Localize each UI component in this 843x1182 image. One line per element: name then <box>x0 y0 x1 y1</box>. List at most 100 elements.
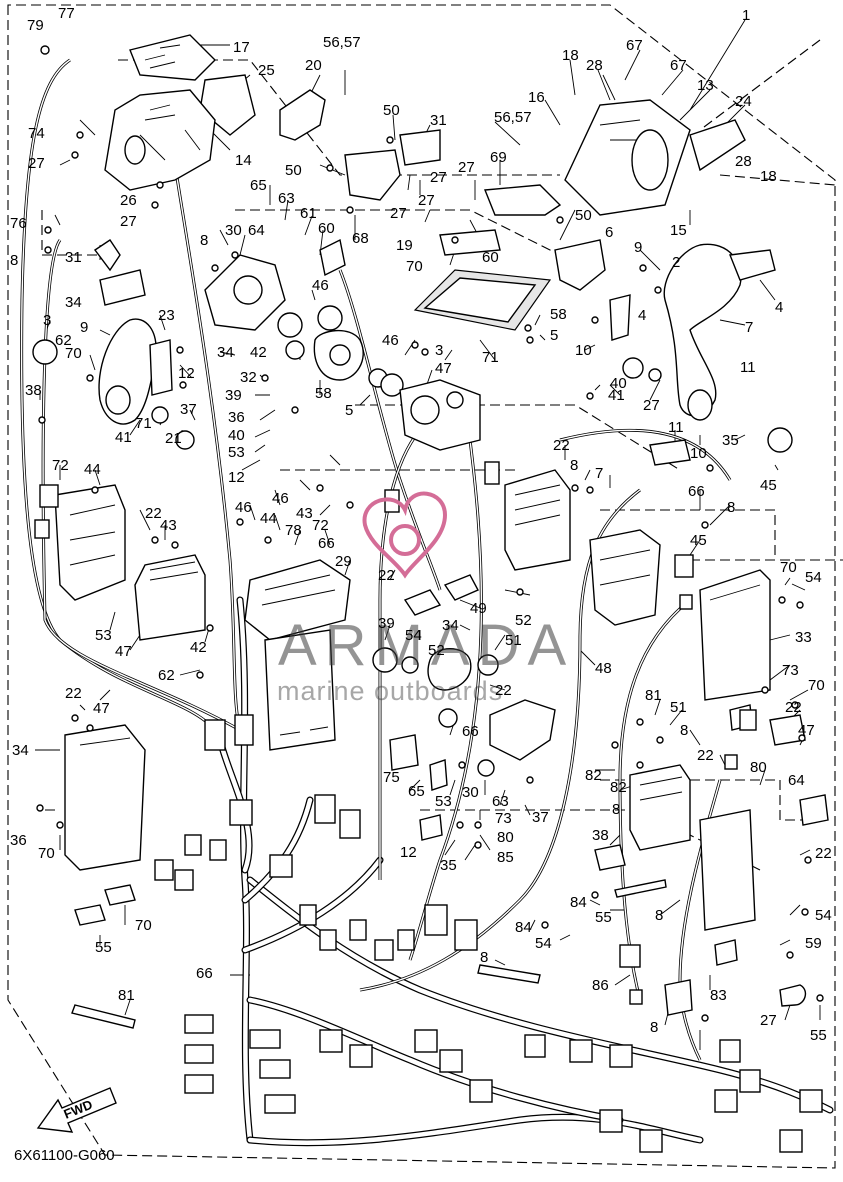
callout-70-f: 84 <box>515 919 532 936</box>
callout-58-b: 47 <box>435 360 452 377</box>
callout-8: 8 <box>200 232 208 249</box>
callout-27: 27 <box>28 155 45 172</box>
callout-70-b: 12 <box>178 365 195 382</box>
callout-66-d: 86 <box>592 977 609 994</box>
callout-27-d: 27 <box>458 159 475 176</box>
callout-65: 65 <box>250 177 267 194</box>
callout-27-e: 27 <box>430 169 447 186</box>
callout-8-e: 47 <box>798 722 815 739</box>
callout-46-b: 3 <box>435 342 443 359</box>
brackets-and-grommets <box>71 574 829 1029</box>
callout-80-b: 38 <box>592 827 609 844</box>
callout-84: 55 <box>595 909 612 926</box>
callout-48: 62 <box>158 667 175 684</box>
callout-64: 60 <box>318 220 335 237</box>
callout-50: 50 <box>383 102 400 119</box>
callout-45-b: 29 <box>335 553 352 570</box>
callout-8-g: 54 <box>815 907 832 924</box>
callout-27-i: 55 <box>810 1027 827 1044</box>
callout-54-d: 55 <box>95 939 112 956</box>
callout-7-b: 45 <box>760 477 777 494</box>
fasteners <box>36 45 824 1022</box>
callout-47-b: 42 <box>190 639 207 656</box>
connectors <box>34 461 823 1153</box>
callout-54-c: 70 <box>135 917 152 934</box>
callout-63-b: 53 <box>435 793 452 810</box>
callout-9: 2 <box>672 254 680 271</box>
watermark-sub: marine outboards <box>277 676 503 706</box>
callout-31: 31 <box>430 112 447 129</box>
callout-19: 6 <box>605 224 613 241</box>
callout-44-b: 78 <box>285 522 302 539</box>
callout-6: 31 <box>65 249 82 266</box>
callout-78: 66 <box>318 535 335 552</box>
callout-34-b: 42 <box>250 344 267 361</box>
callout-16: 16 <box>528 89 545 106</box>
callout-46: 58 <box>550 306 567 323</box>
callout-69: 69 <box>490 149 507 166</box>
callout-31-b: 60 <box>482 249 499 266</box>
callout-18-b: 18 <box>760 168 777 185</box>
callout-42-b: 39 <box>378 615 395 632</box>
callout-15: 15 <box>670 222 687 239</box>
callout-50-b: 50 <box>285 162 302 179</box>
callout-42: 46 <box>382 332 399 349</box>
callout-50-c: 50 <box>575 207 592 224</box>
callout-61: 61 <box>300 205 317 222</box>
callout-59: 66 <box>196 965 213 982</box>
callout-22-g: 82 <box>610 779 627 796</box>
callout-73-b: 36 <box>10 832 27 849</box>
callout-7: 3 <box>43 312 51 329</box>
callout-84-b: 54 <box>535 935 552 952</box>
callout-51: 33 <box>795 629 812 646</box>
callout-86: 83 <box>710 987 727 1004</box>
callout-38-b: 12 <box>400 844 417 861</box>
neutral-switch-assembly <box>244 559 556 841</box>
callout-77: 77 <box>58 5 75 22</box>
callout-83: 27 <box>760 1012 777 1029</box>
callout-39-b: 54 <box>405 627 422 644</box>
callout-68: 19 <box>396 237 413 254</box>
callout-53: 22 <box>553 437 570 454</box>
callout-12-b: 66 <box>688 483 705 500</box>
callout-4: 34 <box>65 294 82 311</box>
callout-10-b: 35 <box>722 432 739 449</box>
callout-29: 22 <box>378 567 395 584</box>
callout-37: 36 <box>228 409 245 426</box>
callout-14: 14 <box>235 152 252 169</box>
callout-26: 26 <box>120 192 137 209</box>
callout-3-b: 11 <box>740 359 756 376</box>
shift-shaft-assembly <box>204 238 481 451</box>
callout-47: 40 <box>610 375 627 392</box>
callout-71-b: 37 <box>180 401 197 418</box>
callout-67: 67 <box>626 37 643 54</box>
callout-22-c: 70 <box>780 559 797 576</box>
callout-73: 70 <box>808 677 825 694</box>
callout-10: 62 <box>55 332 72 349</box>
callout-22-d: 73 <box>782 662 799 679</box>
callout-70-d: 22 <box>65 685 82 702</box>
callout-52: 53 <box>95 627 112 644</box>
callout-37-b: 73 <box>495 810 512 827</box>
callout-85: 22 <box>815 845 832 862</box>
callout-79: 79 <box>27 17 44 34</box>
callout-27-g: 8 <box>10 252 18 269</box>
callout-82-b: 80 <box>750 759 767 776</box>
callout-62: 34 <box>217 344 234 361</box>
watermark-main: ARMADA <box>278 613 574 678</box>
callout-74: 74 <box>28 125 45 142</box>
callout-8-c: 7 <box>595 465 603 482</box>
callout-55: 8 <box>655 907 663 924</box>
callout-21: 11 <box>668 419 684 436</box>
callout-8-f: 37 <box>532 809 549 826</box>
callout-41: 27 <box>643 397 660 414</box>
callout-81-b: 8 <box>650 1019 658 1036</box>
callout-43: 72 <box>312 517 329 534</box>
callout-56-57-b: 56,57 <box>494 109 532 126</box>
part-number-callouts: 79 77 17 25 56,57 20 18 28 67 67 1 13 16… <box>10 5 832 1044</box>
callout-34: 46 <box>312 277 329 294</box>
callout-28: 28 <box>586 57 603 74</box>
callout-60: 68 <box>352 230 369 247</box>
